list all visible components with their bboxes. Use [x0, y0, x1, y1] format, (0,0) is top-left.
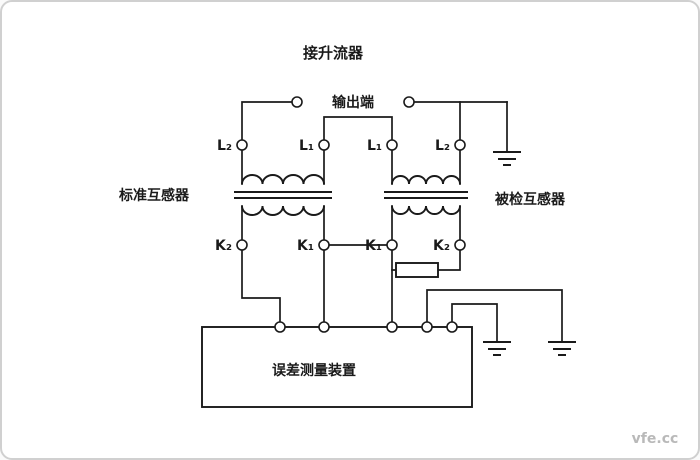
wiring: [241, 101, 563, 343]
device-ground-far-icon: [548, 341, 576, 356]
burden-resistor: [395, 262, 439, 278]
title-label: 接升流器: [303, 44, 364, 62]
terminal-label-l2-tested: L₂: [435, 138, 450, 154]
device-ground-near-icon: [483, 341, 511, 356]
output-terminal-right: [403, 96, 415, 108]
primary-ground-icon: [493, 151, 521, 166]
terminal-k1-tested: [386, 239, 398, 251]
leads-left-transformer: [241, 149, 325, 241]
primary-coil: [391, 175, 461, 185]
tested-transformer-label: 被检互感器: [495, 191, 566, 208]
terminal-l2-standard: [236, 139, 248, 151]
terminal-label-l1-standard: L₁: [299, 138, 314, 154]
terminal-label-k2-tested: K₂: [433, 238, 450, 254]
terminal-k1-standard: [318, 239, 330, 251]
wire-device-ground-near: [451, 303, 498, 343]
wire-device-ground-far: [426, 289, 563, 343]
output-terminal-left: [291, 96, 303, 108]
terminal-label-k2-standard: K₂: [215, 238, 232, 254]
device-terminal-3: [386, 321, 398, 333]
tested-transformer: [384, 175, 468, 215]
device-terminal-1: [274, 321, 286, 333]
secondary-coil: [241, 205, 325, 216]
terminal-label-l1-tested: L₁: [367, 138, 382, 154]
device-terminal-2: [318, 321, 330, 333]
terminal-l1-standard: [318, 139, 330, 151]
core-lines: [234, 191, 332, 199]
wire-k2-left-to-device: [241, 249, 281, 323]
terminal-k2-tested: [454, 239, 466, 251]
terminal-l1-tested: [386, 139, 398, 151]
wire-l1-l1-bridge: [323, 116, 393, 141]
leads-right-transformer: [391, 149, 461, 241]
device-label: 误差测量装置: [272, 362, 356, 379]
error-measuring-device-box: [201, 326, 473, 408]
output-terminals-label: 输出端: [332, 94, 374, 111]
secondary-coil: [391, 205, 461, 215]
terminal-k2-standard: [236, 239, 248, 251]
wire-output-left: [241, 101, 293, 141]
terminals: [236, 96, 466, 333]
terminal-label-l2-standard: L₂: [217, 138, 232, 154]
terminal-label-k1-standard: K₁: [297, 238, 314, 254]
terminal-l2-tested: [454, 139, 466, 151]
watermark: vfe.cc: [632, 431, 679, 447]
core-lines: [384, 191, 468, 199]
device-ground-terminal-2: [446, 321, 458, 333]
standard-transformer: [234, 174, 332, 216]
standard-transformer-label: 标准互感器: [118, 187, 190, 204]
terminal-label-k1-tested: K₁: [365, 238, 382, 254]
device-ground-terminal-1: [421, 321, 433, 333]
primary-coil: [241, 174, 325, 185]
